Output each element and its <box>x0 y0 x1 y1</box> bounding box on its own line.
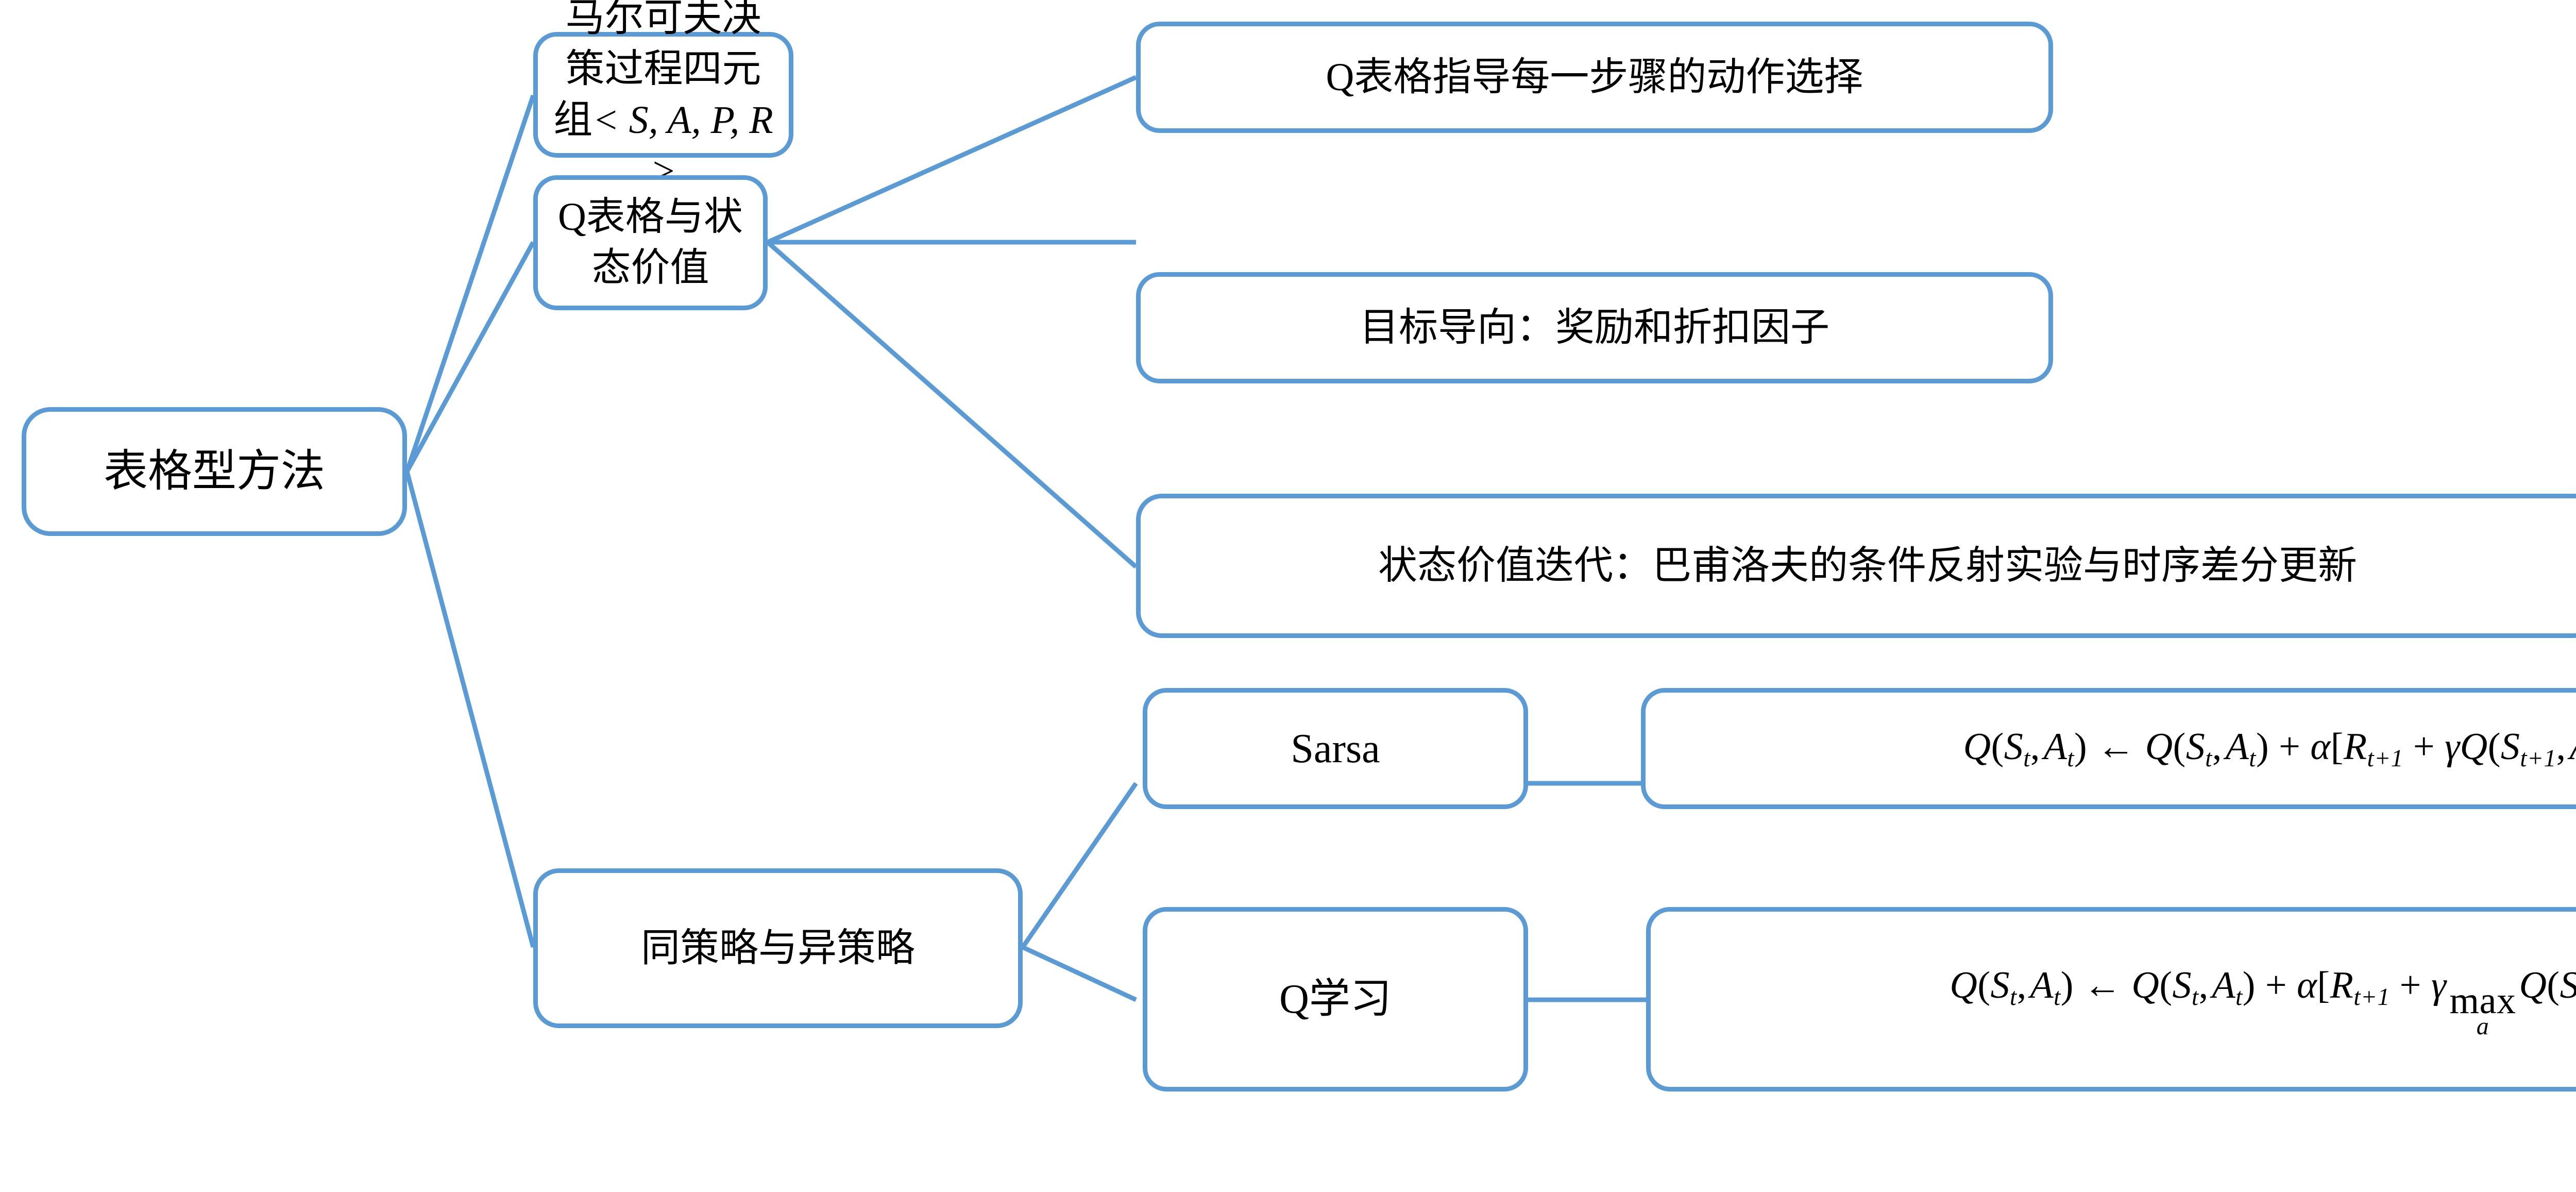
sym-S: S <box>1990 964 2010 1007</box>
connector-policy-to-sarsa <box>1021 782 1138 949</box>
leaf-node-qlearning[interactable]: Q学习 <box>1143 907 1528 1092</box>
sym-Q: Q <box>2145 726 2173 768</box>
sub-t-plus-1: t+1 <box>2353 984 2390 1011</box>
sym-S: S <box>2500 726 2520 768</box>
leaf-node-sarsa-label: Sarsa <box>1291 726 1380 771</box>
max-operator-subscript: a <box>2476 1012 2489 1040</box>
sub-t: t <box>2205 745 2212 773</box>
sub-t: t <box>2192 984 2199 1011</box>
sym-S: S <box>2172 964 2192 1007</box>
branch-node-policy-label: 同策略与异策略 <box>641 926 915 970</box>
lparen: ( <box>2487 726 2501 768</box>
sub-t: t <box>2249 745 2256 773</box>
comma: , <box>2556 726 2566 768</box>
leaf-node-qlearning-label: Q学习 <box>1279 977 1392 1022</box>
sym-A: A <box>2043 726 2067 768</box>
branch-node-qtable-label: Q表格与状态价值 <box>558 195 743 290</box>
leaf-node-goal-reward-label: 目标导向：奖励和折扣因子 <box>1360 306 1829 349</box>
sym-A: A <box>2030 964 2054 1007</box>
leaf-node-sarsa[interactable]: Sarsa <box>1143 688 1528 809</box>
gamma-symbol: γ <box>2431 964 2447 1007</box>
sym-A: A <box>2569 726 2576 768</box>
mdp-label-text: 马尔可夫决策过程四元组 <box>553 0 761 142</box>
max-operator-label: max <box>2449 979 2516 1022</box>
branch-node-mdp[interactable]: 马尔可夫决策过程四元组< S, A, P, R > <box>533 0 793 193</box>
rparen: ) <box>2256 726 2269 768</box>
alpha-symbol: α <box>2297 964 2317 1007</box>
sub-t: t <box>2067 745 2074 773</box>
connector-policy-to-qlearning <box>1022 945 1137 1002</box>
branch-node-policy[interactable]: 同策略与异策略 <box>533 868 1023 1028</box>
gamma-symbol: γ <box>2445 726 2460 768</box>
lparen: ( <box>2547 964 2560 1007</box>
sub-t: t <box>2235 984 2243 1011</box>
lparen: ( <box>1977 964 1991 1007</box>
plus: + <box>2279 726 2301 768</box>
leaf-node-value-iteration-label: 状态价值迭代：巴甫洛夫的条件反射实验与时序差分更新 <box>1378 544 2357 587</box>
branch-node-mdp-label: 马尔可夫决策过程四元组< S, A, P, R > <box>538 0 789 197</box>
comma: , <box>2016 964 2027 1007</box>
comma: , <box>2198 964 2209 1007</box>
sym-S: S <box>2004 726 2024 768</box>
leaf-node-qtable-guide-label: Q表格指导每一步骤的动作选择 <box>1326 55 1863 99</box>
lparen: ( <box>1991 726 2004 768</box>
root-node-label: 表格型方法 <box>104 446 325 496</box>
leaf-node-qtable-guide[interactable]: Q表格指导每一步骤的动作选择 <box>1136 22 2053 133</box>
lparen: ( <box>2159 964 2173 1007</box>
plus: + <box>2265 964 2287 1007</box>
sym-Q: Q <box>2131 964 2160 1007</box>
connector-root-to-qtable <box>405 241 535 473</box>
sub-t: t <box>2010 984 2017 1011</box>
rparen: ) <box>2242 964 2256 1007</box>
sym-R: R <box>2343 726 2367 768</box>
sym-R: R <box>2330 964 2354 1007</box>
sub-t-plus-1: t+1 <box>2367 745 2403 773</box>
formula-sarsa-expression: Q(St, At) ← Q(St, At) + α[Rt+1 + γQ(St+1… <box>1950 722 2576 775</box>
connector-qtable-to-child1 <box>767 75 1137 245</box>
lparen: ( <box>2173 726 2186 768</box>
sym-Q: Q <box>2460 726 2488 768</box>
sym-A: A <box>2225 726 2249 768</box>
leaf-node-value-iteration[interactable]: 状态价值迭代：巴甫洛夫的条件反射实验与时序差分更新 <box>1136 494 2576 638</box>
lbracket: [ <box>2317 964 2330 1007</box>
formula-node-sarsa[interactable]: Q(St, At) ← Q(St, At) + α[Rt+1 + γQ(St+1… <box>1641 688 2576 809</box>
rparen: ) <box>2060 964 2074 1007</box>
arrow-left-icon: ← <box>2083 964 2122 1007</box>
connector-qtable-to-child3 <box>766 240 1138 569</box>
sub-t: t <box>2054 984 2061 1011</box>
sym-S: S <box>2185 726 2206 768</box>
sym-A: A <box>2212 964 2236 1007</box>
arrow-left-icon: ← <box>2097 726 2136 768</box>
alpha-symbol: α <box>2310 726 2331 768</box>
rparen: ) <box>2074 726 2088 768</box>
comma: , <box>2212 726 2222 768</box>
sym-S: S <box>2560 964 2576 1006</box>
root-node[interactable]: 表格型方法 <box>22 407 407 536</box>
sym-Q: Q <box>2519 964 2547 1007</box>
leaf-node-goal-reward[interactable]: 目标导向：奖励和折扣因子 <box>1136 272 2053 383</box>
connector-root-to-mdp <box>404 94 536 473</box>
plus: + <box>2413 726 2435 768</box>
connector-root-to-policy <box>404 471 536 948</box>
branch-node-qtable[interactable]: Q表格与状态价值 <box>533 175 768 310</box>
plus: + <box>2399 964 2421 1007</box>
sym-Q: Q <box>1963 726 1991 768</box>
sym-Q: Q <box>1950 964 1978 1007</box>
comma: , <box>2030 726 2040 768</box>
sub-t: t <box>2023 745 2030 773</box>
lbracket: [ <box>2330 726 2344 768</box>
sub-t-plus-1: t+1 <box>2520 745 2556 773</box>
